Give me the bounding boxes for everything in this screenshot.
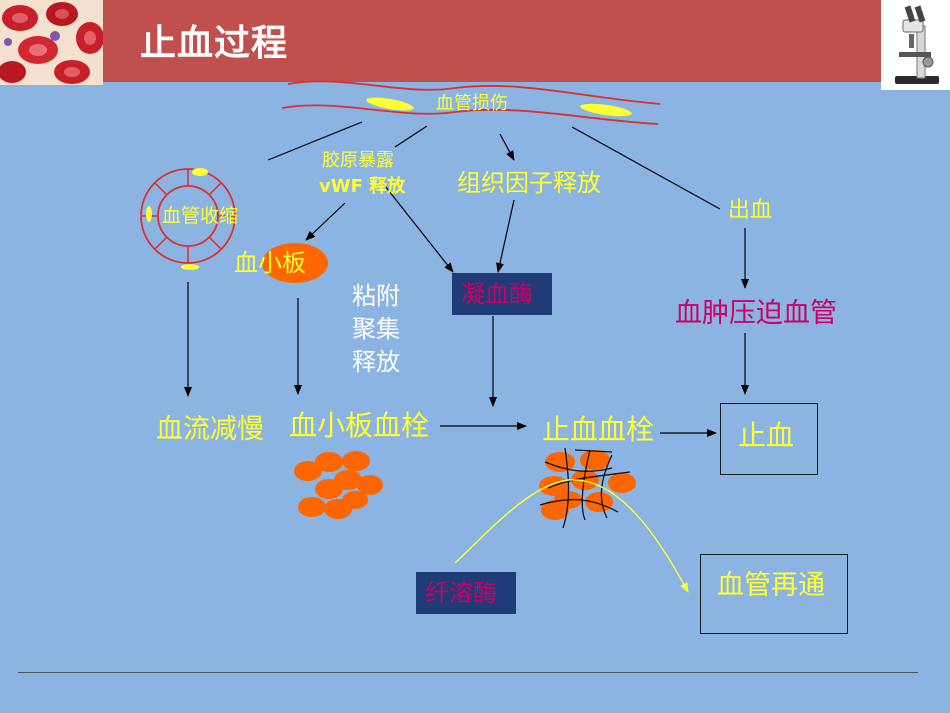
- title-bar: [103, 0, 881, 82]
- platelet-highlight-text: 小板: [258, 249, 306, 277]
- arrow-injury-to-collagen: [394, 125, 428, 148]
- arrow-injury-to-bleeding: [571, 126, 721, 210]
- plasmin-box: [416, 572, 516, 614]
- recanalization-box: [700, 554, 848, 634]
- aggregation-label: 聚集: [352, 315, 400, 343]
- microscope-image: [881, 0, 950, 90]
- hemostasis-label: 止血: [738, 419, 795, 452]
- vessel-wall-graphic: [281, 80, 661, 125]
- plasmin-label: 纤溶酶: [425, 579, 497, 607]
- release-label: 释放: [352, 348, 400, 376]
- blood-flow-slowing-label: 血流减慢: [156, 414, 264, 445]
- thrombin-label: 凝血酶: [461, 280, 533, 308]
- arrow-collagen-to-platelet: [305, 202, 346, 241]
- platelet-highlight: [262, 243, 328, 283]
- bleeding-label: 出血: [728, 198, 773, 223]
- blood-cells-image: [0, 0, 103, 85]
- hematoma-label: 血肿压迫血管: [675, 298, 837, 329]
- tissue-factor-label: 组织因子释放: [457, 169, 601, 197]
- fibrinolysis-curve: [454, 479, 689, 593]
- arrow-collagen-to-thrombin: [384, 185, 454, 273]
- vessel-injury-label: 血管损伤: [436, 93, 508, 114]
- platelet-plug-label: 血小板血栓: [289, 409, 430, 442]
- collagen-exposure-label: 胶原暴露: [322, 150, 394, 171]
- hemostatic-thrombus-label: 止血血栓: [542, 413, 655, 446]
- platelet-label: 血小板: [234, 251, 306, 275]
- thrombin-box: [452, 273, 552, 315]
- adhesion-label: 粘附: [352, 282, 400, 310]
- recanalization-label: 血管再通: [717, 570, 825, 601]
- vessel-ring-graphic: [140, 168, 236, 270]
- thrombus-cluster: [539, 447, 636, 529]
- slide-title: 止血过程: [140, 23, 289, 64]
- arrow-tissue-factor-to-thrombin: [496, 199, 515, 273]
- vwf-release-label: vWF 释放: [319, 176, 406, 197]
- arrow-injury-to-vasoconstriction: [267, 121, 363, 161]
- platelet-cluster: [294, 451, 383, 519]
- vasoconstriction-label: 血管收缩: [162, 205, 239, 227]
- platelet-prefix: 血: [234, 249, 258, 277]
- hemostasis-box: [720, 403, 818, 475]
- footer-divider: [18, 672, 918, 673]
- arrow-injury-to-tissue-factor: [499, 133, 515, 161]
